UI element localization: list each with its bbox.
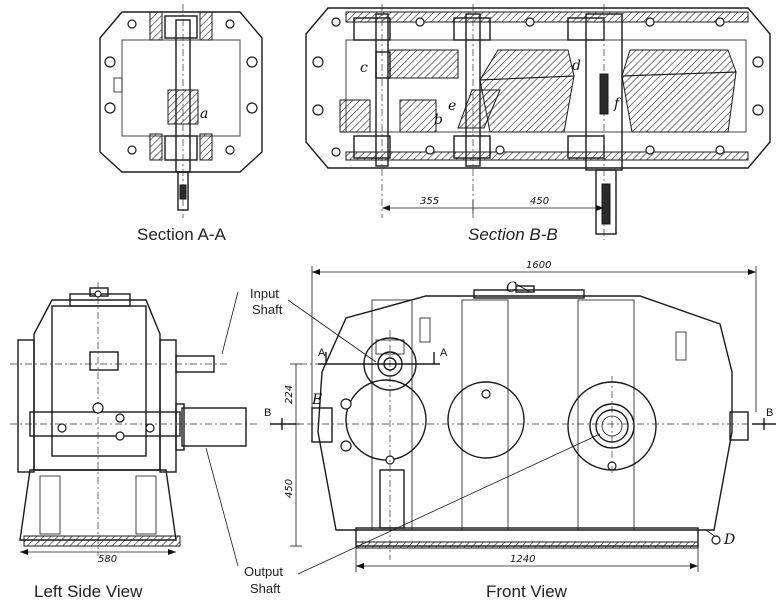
bolt-icon xyxy=(225,19,235,29)
bolt-icon xyxy=(127,145,137,155)
section-mark-a-left: A xyxy=(318,347,326,359)
callout-output-line2: Shaft xyxy=(250,581,281,596)
part-label-a: a xyxy=(200,106,208,122)
bolt-icon xyxy=(715,17,725,27)
bolt-icon xyxy=(645,17,655,27)
section-mark-a-right: A xyxy=(440,347,448,359)
bolt-icon xyxy=(246,102,258,114)
callout-input-line1: Input xyxy=(250,286,279,301)
dimension-1600: 1600 xyxy=(526,260,551,271)
bolt-icon xyxy=(312,104,324,116)
part-label-c: c xyxy=(360,60,368,76)
section-bb-view: 355 450 c d b e f Section B-B xyxy=(305,4,771,244)
dimension-580: 580 xyxy=(98,554,117,565)
dimension-450-side: 450 xyxy=(284,479,295,498)
bolt-icon xyxy=(115,431,125,441)
bolt-icon xyxy=(331,147,341,157)
section-mark-b-left: B xyxy=(264,407,271,419)
bolt-icon xyxy=(340,398,352,410)
part-label-f: f xyxy=(613,96,622,112)
bolt-icon xyxy=(225,145,235,155)
bolt-icon xyxy=(104,56,116,68)
bolt-icon xyxy=(57,423,67,433)
front-view: A A B B 224 450 1600 1240 C D E Front Vi… xyxy=(264,260,776,601)
bolt-icon xyxy=(92,402,104,414)
section-bb-title: Section B-B xyxy=(468,225,558,244)
bolt-icon xyxy=(645,145,655,155)
dimension-450: 450 xyxy=(530,196,549,207)
bolt-icon xyxy=(340,440,352,452)
section-aa-title: Section A-A xyxy=(137,225,226,244)
bolt-icon xyxy=(425,145,435,155)
callout-input-line2: Shaft xyxy=(252,302,283,317)
part-label-D: D xyxy=(723,532,735,548)
bolt-icon xyxy=(481,389,491,399)
part-label-C: C xyxy=(506,280,517,296)
callout-output-shaft: Output Shaft xyxy=(205,433,601,596)
front-view-title: Front View xyxy=(486,582,568,601)
bolt-icon xyxy=(115,413,125,423)
bolt-icon xyxy=(331,17,341,27)
bolt-icon xyxy=(312,56,324,68)
section-aa-view: a Section A-A xyxy=(99,4,263,244)
bolt-icon xyxy=(525,17,535,27)
left-side-view: 580 Left Side View xyxy=(10,282,258,601)
left-side-view-title: Left Side View xyxy=(34,582,143,601)
part-label-e: e xyxy=(448,98,456,114)
bolt-icon xyxy=(752,56,764,68)
part-label-d: d xyxy=(572,58,581,74)
bolt-icon xyxy=(104,102,116,114)
bolt-icon xyxy=(711,535,721,545)
bolt-icon xyxy=(94,290,102,298)
bolt-icon xyxy=(495,145,505,155)
callout-output-line1: Output xyxy=(244,564,283,579)
part-label-E: E xyxy=(311,392,322,408)
bolt-icon xyxy=(415,17,425,27)
bolt-icon xyxy=(145,423,155,433)
callout-input-shaft: Input Shaft xyxy=(221,286,377,363)
bolt-icon xyxy=(715,145,725,155)
dimension-355: 355 xyxy=(420,196,439,207)
bolt-icon xyxy=(127,19,137,29)
part-label-b: b xyxy=(434,112,443,128)
bolt-icon xyxy=(246,56,258,68)
dimension-224: 224 xyxy=(284,385,295,404)
section-mark-b-right: B xyxy=(766,407,773,419)
bolt-icon xyxy=(752,104,764,116)
dimension-1240: 1240 xyxy=(510,554,535,565)
